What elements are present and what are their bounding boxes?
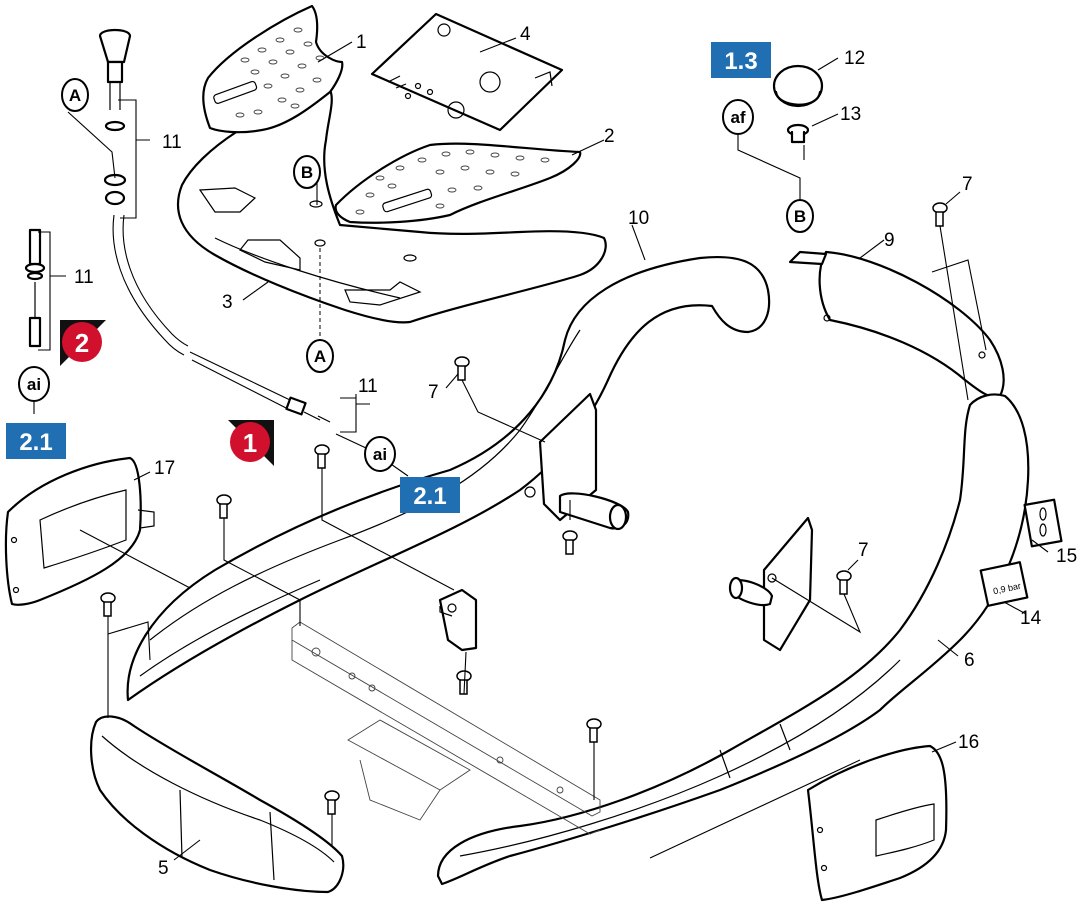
svg-text:2: 2 [75, 328, 89, 358]
callout-5: 5 [158, 858, 169, 879]
connector-ai-center: ai [364, 436, 396, 472]
step-badge-1: 1 [228, 420, 274, 466]
callout-7-center: 7 [428, 382, 439, 403]
callout-17: 17 [154, 458, 175, 479]
chassis-frame [291, 621, 601, 835]
callout-10: 10 [628, 208, 649, 229]
callout-9: 9 [884, 230, 895, 251]
connector-A-bottom: A [306, 339, 334, 373]
svg-text:B: B [301, 163, 313, 182]
bolt-7-center [454, 356, 470, 381]
callout-6: 6 [964, 650, 975, 671]
callout-7-top-right: 7 [962, 174, 973, 195]
part-17-left-rear-cover [4, 456, 155, 606]
part-12-knob [772, 64, 824, 108]
connector-af: af [722, 99, 754, 135]
reference-2-1-center[interactable]: 2.1 [400, 477, 460, 513]
part-5-left-lower-panel [89, 715, 345, 894]
callout-15: 15 [1056, 546, 1077, 567]
step-badges: 1 2 [60, 320, 274, 466]
part-15-label [1023, 498, 1063, 548]
bolt-frame-5 [586, 718, 602, 743]
bolt-bracket [562, 530, 578, 555]
callout-1: 1 [356, 32, 367, 53]
svg-text:af: af [730, 108, 745, 127]
svg-text:2.1: 2.1 [413, 483, 446, 510]
callout-11-middle: 11 [74, 267, 94, 288]
bolt-frame-4 [456, 670, 472, 695]
reference-2-1-left[interactable]: 2.1 [6, 423, 66, 459]
bolt-frame-3 [100, 592, 116, 617]
bolts [100, 202, 948, 815]
svg-text:A: A [69, 86, 81, 105]
callout-numbers: 1 2 3 4 5 6 7 7 7 9 10 11 11 11 12 13 14… [74, 24, 1077, 879]
callout-11-cable: 11 [358, 376, 378, 397]
part-9-right-top-panel [788, 250, 1005, 398]
bolt-7-lower-right [836, 570, 852, 595]
svg-text:1: 1 [243, 428, 257, 458]
part-6-right-fender [436, 393, 1030, 886]
reference-1-3[interactable]: 1.3 [711, 42, 771, 78]
assembly-guide-lines [79, 145, 987, 859]
svg-text:2.1: 2.1 [19, 429, 52, 456]
adjuster-rod-assembly [24, 228, 46, 348]
callout-3: 3 [222, 292, 233, 313]
step-badge-2: 2 [60, 320, 106, 366]
part-4-decal [370, 12, 564, 132]
callout-12: 12 [844, 48, 865, 69]
part-3-footrest-base [177, 88, 607, 324]
svg-text:B: B [794, 207, 806, 226]
bracket-center-right-top [524, 392, 630, 531]
bolt-frame-6 [324, 790, 340, 815]
connector-circles: A A B B ai ai af [18, 78, 814, 472]
callout-16: 16 [958, 732, 979, 753]
callout-2: 2 [604, 126, 615, 147]
callout-7-lower-right: 7 [858, 540, 869, 561]
callout-11-top: 11 [162, 132, 182, 153]
connector-B-right: B [786, 199, 814, 233]
part-14-pressure-label: 0,9 bar [979, 561, 1029, 607]
bolt-7-top-right [932, 202, 948, 227]
bracket-center-right-bottom [728, 516, 814, 652]
svg-text:A: A [314, 347, 326, 366]
bracket-left-center [438, 588, 478, 652]
reference-boxes: 1.3 2.1 2.1 [6, 42, 771, 513]
svg-text:ai: ai [27, 375, 41, 394]
bolt-frame-2 [216, 494, 232, 519]
bolt-frame-1 [314, 444, 330, 469]
pedal-rod-assembly [98, 28, 331, 423]
callout-13: 13 [840, 104, 861, 125]
part-2-right-mat [334, 142, 582, 224]
callout-4: 4 [520, 24, 531, 45]
svg-text:1.3: 1.3 [724, 48, 757, 75]
connector-A-top: A [61, 78, 89, 112]
svg-text:ai: ai [373, 445, 387, 464]
connector-B-left: B [293, 155, 321, 189]
part-13-fastener [786, 123, 810, 144]
part-1-left-mat [202, 4, 344, 134]
callout-14: 14 [1020, 608, 1042, 629]
part-16-right-rear-cover [806, 744, 948, 902]
connector-ai-left: ai [18, 366, 50, 402]
